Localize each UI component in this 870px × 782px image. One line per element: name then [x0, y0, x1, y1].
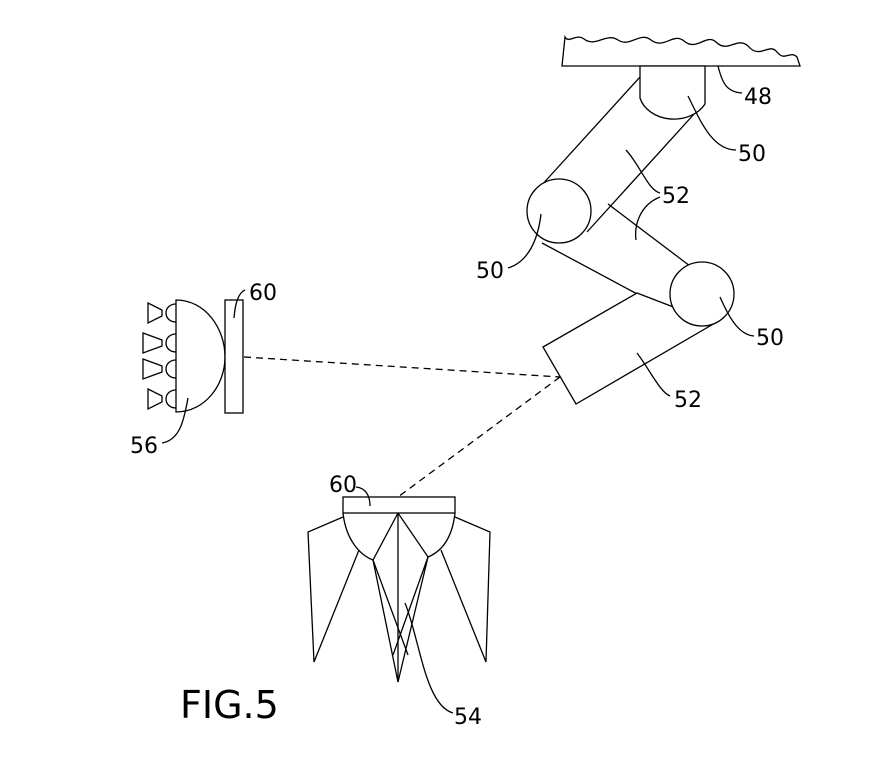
label-50-left: 50: [476, 259, 504, 284]
reference-labels: 48 50 52 50 50 52 60 56 60 54 FIG.5: [130, 85, 784, 730]
label-52-lower: 52: [674, 388, 702, 413]
bottom-lens: [342, 496, 456, 514]
ceiling-mount: [561, 34, 801, 67]
label-60-bottom: 60: [329, 473, 357, 498]
right-joint: [669, 261, 735, 327]
left-light-source: [142, 299, 244, 414]
label-48: 48: [744, 85, 772, 110]
top-joint: [639, 65, 706, 120]
left-joint: [526, 178, 592, 244]
led-emitters: [142, 301, 177, 411]
label-56: 56: [130, 434, 158, 459]
leader-lines: [161, 65, 755, 714]
bottom-light-source: [307, 496, 491, 683]
label-52-upper: 52: [662, 184, 690, 209]
figure-caption: FIG.5: [180, 683, 279, 727]
label-60-left: 60: [249, 281, 277, 306]
label-54: 54: [454, 705, 482, 730]
light-paths: [243, 356, 561, 498]
label-50-right: 50: [756, 326, 784, 351]
label-50-top: 50: [738, 142, 766, 167]
left-lens: [224, 299, 244, 414]
